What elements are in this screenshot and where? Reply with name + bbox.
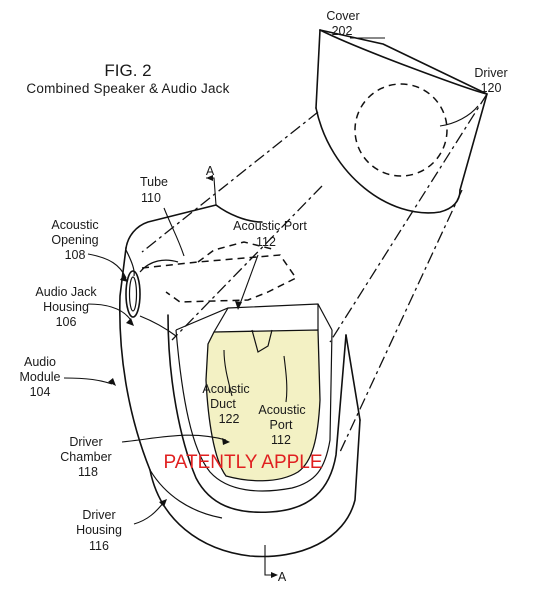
label-tube: Tube — [140, 175, 168, 189]
driver-chamber-fill — [205, 329, 321, 482]
label-driver-housing-2: Housing — [76, 523, 122, 537]
watermark: PATENTLY APPLE — [163, 452, 322, 473]
section-marks — [206, 175, 278, 578]
label-acoustic-port-inner-number: 112 — [271, 433, 291, 447]
audio-module-body — [118, 204, 361, 558]
label-audio-jack-housing-2: Housing — [43, 300, 89, 314]
acoustic-opening-outline — [125, 270, 141, 318]
label-driver-chamber-1: Driver — [69, 435, 102, 449]
leader-lines — [63, 37, 479, 525]
label-audio-module-number: 104 — [30, 385, 51, 399]
label-acoustic-port-number: 112 — [256, 235, 276, 249]
label-driver-number: 120 — [481, 81, 502, 95]
projection-lines — [141, 93, 488, 453]
label-driver: Driver — [474, 66, 507, 80]
label-audio-jack-housing-number: 106 — [56, 315, 77, 329]
label-driver-chamber-number: 118 — [78, 465, 98, 479]
label-acoustic-port-inner-1: Acoustic — [258, 403, 305, 417]
tube-dashed-path — [141, 254, 298, 303]
label-audio-module-2: Module — [20, 370, 61, 384]
label-cover: Cover — [326, 9, 359, 23]
label-driver-chamber-2: Chamber — [60, 450, 111, 464]
label-tube-number: 110 — [141, 191, 161, 205]
label-acoustic-port-inner-2: Port — [270, 418, 293, 432]
label-acoustic-duct-1: Acoustic — [202, 382, 249, 396]
label-cover-number: 202 — [332, 24, 353, 38]
cover-part — [315, 29, 488, 214]
label-acoustic-opening-1: Acoustic — [51, 218, 98, 232]
figure-subtitle: Combined Speaker & Audio Jack — [26, 81, 229, 96]
label-acoustic-port: Acoustic Port — [233, 219, 307, 233]
label-section-bottom: A — [278, 570, 287, 584]
label-acoustic-duct-2: Duct — [210, 397, 236, 411]
label-driver-housing-number: 116 — [89, 539, 109, 553]
label-acoustic-opening-number: 108 — [65, 248, 86, 262]
label-audio-jack-housing-1: Audio Jack — [35, 285, 97, 299]
audio-jack-housing-part — [125, 249, 179, 337]
label-audio-module-1: Audio — [24, 355, 56, 369]
label-acoustic-duct-number: 122 — [219, 412, 240, 426]
label-section-top: A — [206, 164, 215, 178]
label-driver-housing-1: Driver — [82, 508, 115, 522]
driver-outline — [354, 83, 448, 177]
acoustic-duct-notch — [251, 329, 273, 353]
label-acoustic-opening-2: Opening — [51, 233, 98, 247]
figure-title: FIG. 2 — [104, 61, 151, 80]
